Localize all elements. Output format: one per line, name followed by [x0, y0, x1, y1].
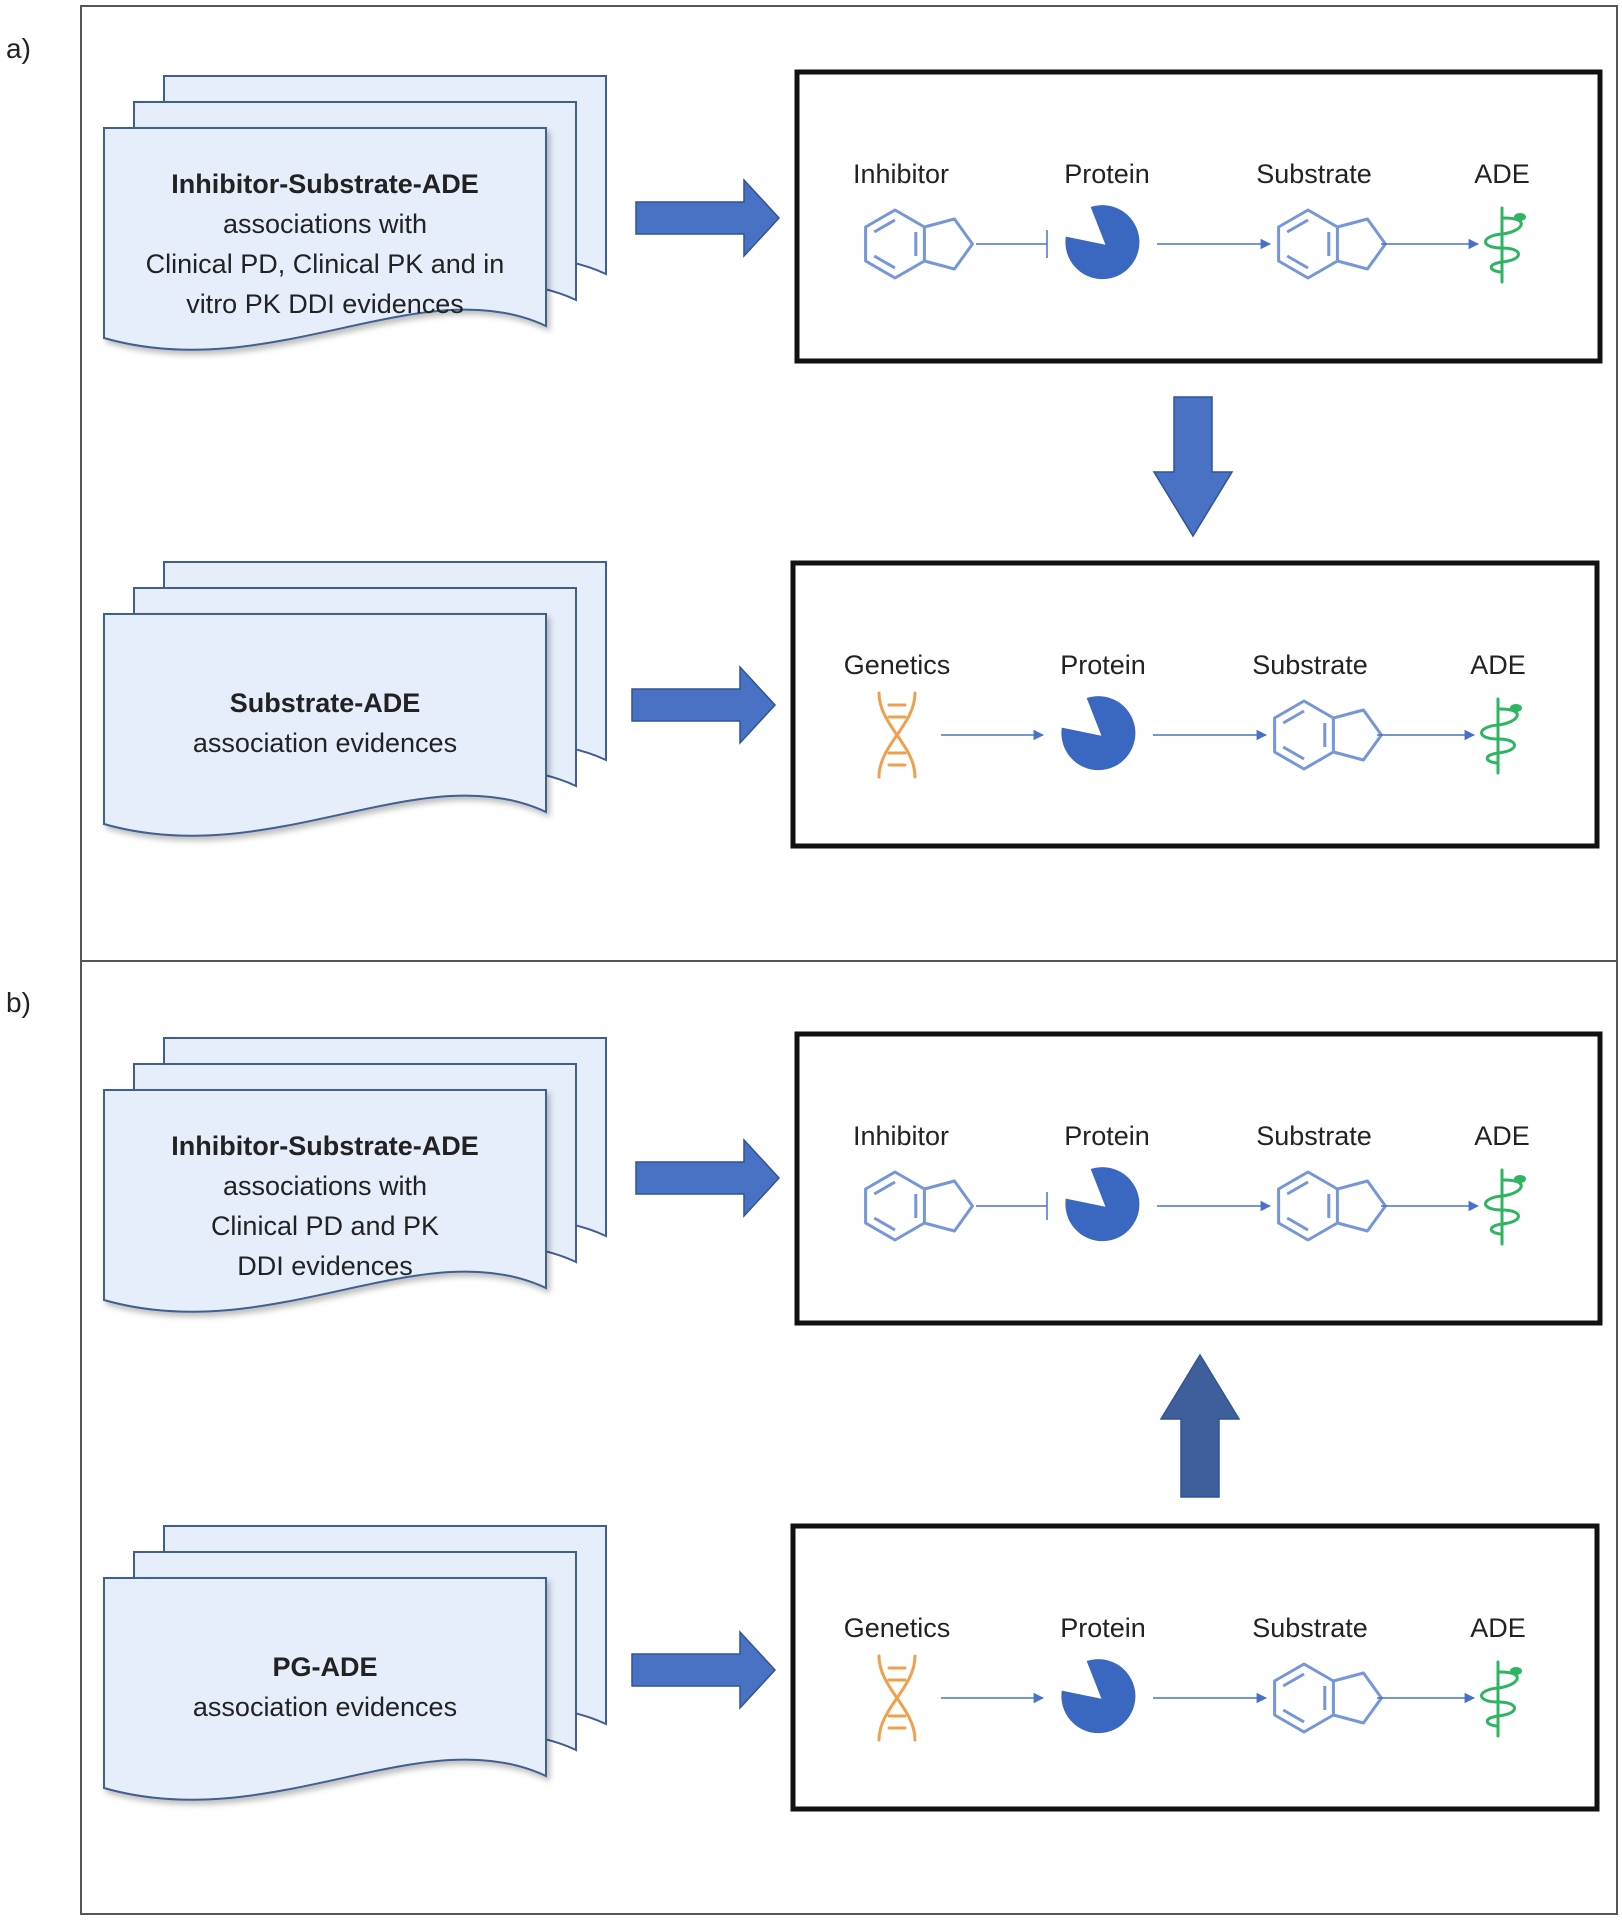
doc-stack-b2: PG-ADE association evidences — [103, 1525, 607, 1801]
pathway-label: Inhibitor — [853, 159, 949, 189]
panel-b-tag: b) — [6, 987, 31, 1018]
dna-icon — [877, 691, 917, 779]
double-bond — [873, 254, 896, 270]
double-bond — [1286, 1180, 1309, 1196]
doc-stack-a1: Inhibitor-Substrate-ADE associations with… — [103, 75, 607, 351]
document-line: Inhibitor-Substrate-ADE — [171, 1131, 479, 1161]
vertical-arrow-a — [1152, 396, 1234, 538]
benzene-ring — [1273, 699, 1335, 771]
pathway-box-b2 — [790, 1523, 1600, 1812]
benzene-ring — [864, 1170, 926, 1242]
serpent — [1484, 216, 1523, 274]
pathway-label: Genetics — [844, 1613, 951, 1643]
doc-stack-a2: Substrate-ADE association evidences — [103, 561, 607, 837]
pathway-box-b1 — [794, 1031, 1603, 1326]
protein-icon — [1061, 696, 1136, 771]
serpent — [1480, 1670, 1519, 1728]
double-bond — [1286, 218, 1309, 234]
pathway-label: Substrate — [1252, 1613, 1368, 1643]
document-sheet — [103, 1577, 547, 1801]
substrate-molecule-icon — [1273, 1662, 1383, 1734]
serpent — [1480, 707, 1519, 765]
double-bond — [1282, 745, 1305, 761]
pathway-label: Substrate — [1256, 159, 1372, 189]
document-sheet — [103, 613, 547, 837]
benzene-ring — [1277, 208, 1339, 280]
pathway-label: Substrate — [1252, 650, 1368, 680]
ade-icon — [1480, 697, 1522, 775]
vertical-arrow-b — [1159, 1353, 1241, 1498]
double-bond — [873, 1180, 896, 1196]
cyclopentane-ring — [924, 217, 974, 271]
document-line: Inhibitor-Substrate-ADE — [171, 169, 479, 199]
protein-icon — [1061, 1659, 1136, 1734]
pathway-label: Inhibitor — [853, 1121, 949, 1151]
protein-icon — [1065, 205, 1140, 280]
pathway-box-a1 — [794, 69, 1603, 364]
ade-icon — [1484, 1168, 1526, 1246]
double-bond — [1282, 709, 1305, 725]
dna-strand — [877, 691, 917, 779]
benzene-ring — [1273, 1662, 1335, 1734]
document-sheet — [103, 127, 547, 351]
pathway-box-a2 — [790, 560, 1600, 849]
document-line: associations with — [223, 209, 427, 239]
document-line: DDI evidences — [237, 1251, 413, 1281]
double-bond — [873, 218, 896, 234]
document-line: PG-ADE — [272, 1652, 377, 1682]
serpent-head — [1514, 213, 1526, 221]
document-line: Clinical PD and PK — [211, 1211, 439, 1241]
pathway-label: ADE — [1470, 650, 1526, 680]
double-bond — [873, 1216, 896, 1232]
double-bond — [1286, 1216, 1309, 1232]
pathway-label: Protein — [1064, 159, 1150, 189]
block-arrow-b2 — [631, 1630, 777, 1710]
pathway-label: ADE — [1474, 159, 1530, 189]
pathway-label: Genetics — [844, 650, 951, 680]
cyclopentane-ring — [924, 1179, 974, 1233]
inhibitor-molecule-icon — [864, 1170, 974, 1242]
pathway-label: Protein — [1060, 1613, 1146, 1643]
benzene-ring — [864, 208, 926, 280]
pathway-label: ADE — [1470, 1613, 1526, 1643]
panel-b-border — [80, 960, 1618, 1915]
doc-stack-b1: Inhibitor-Substrate-ADE associations with… — [103, 1037, 607, 1313]
inhibitor-molecule-icon — [864, 208, 974, 280]
document-line: vitro PK DDI evidences — [186, 289, 464, 319]
dna-icon — [877, 1654, 917, 1742]
document-line: Substrate-ADE — [230, 688, 421, 718]
serpent — [1484, 1178, 1523, 1236]
dna-strand — [877, 1654, 917, 1742]
pathway-label: Protein — [1064, 1121, 1150, 1151]
block-arrow-a1 — [635, 178, 781, 258]
double-bond — [1286, 254, 1309, 270]
double-bond — [1282, 1708, 1305, 1724]
document-line: association evidences — [193, 1692, 457, 1722]
document-line: associations with — [223, 1171, 427, 1201]
panel-a-tag: a) — [6, 33, 31, 64]
double-bond — [1282, 1672, 1305, 1688]
pathway-label: Protein — [1060, 650, 1146, 680]
serpent-head — [1510, 1667, 1522, 1675]
document-line: association evidences — [193, 728, 457, 758]
block-arrow-b1 — [635, 1138, 781, 1218]
ade-icon — [1480, 1660, 1522, 1738]
ade-icon — [1484, 206, 1526, 284]
document-sheet — [103, 1089, 547, 1313]
serpent-head — [1510, 704, 1522, 712]
serpent-head — [1514, 1175, 1526, 1183]
benzene-ring — [1277, 1170, 1339, 1242]
protein-icon — [1065, 1167, 1140, 1242]
pathway-label: ADE — [1474, 1121, 1530, 1151]
block-arrow-a2 — [631, 665, 777, 745]
document-line: Clinical PD, Clinical PK and in — [146, 249, 505, 279]
pathway-label: Substrate — [1256, 1121, 1372, 1151]
